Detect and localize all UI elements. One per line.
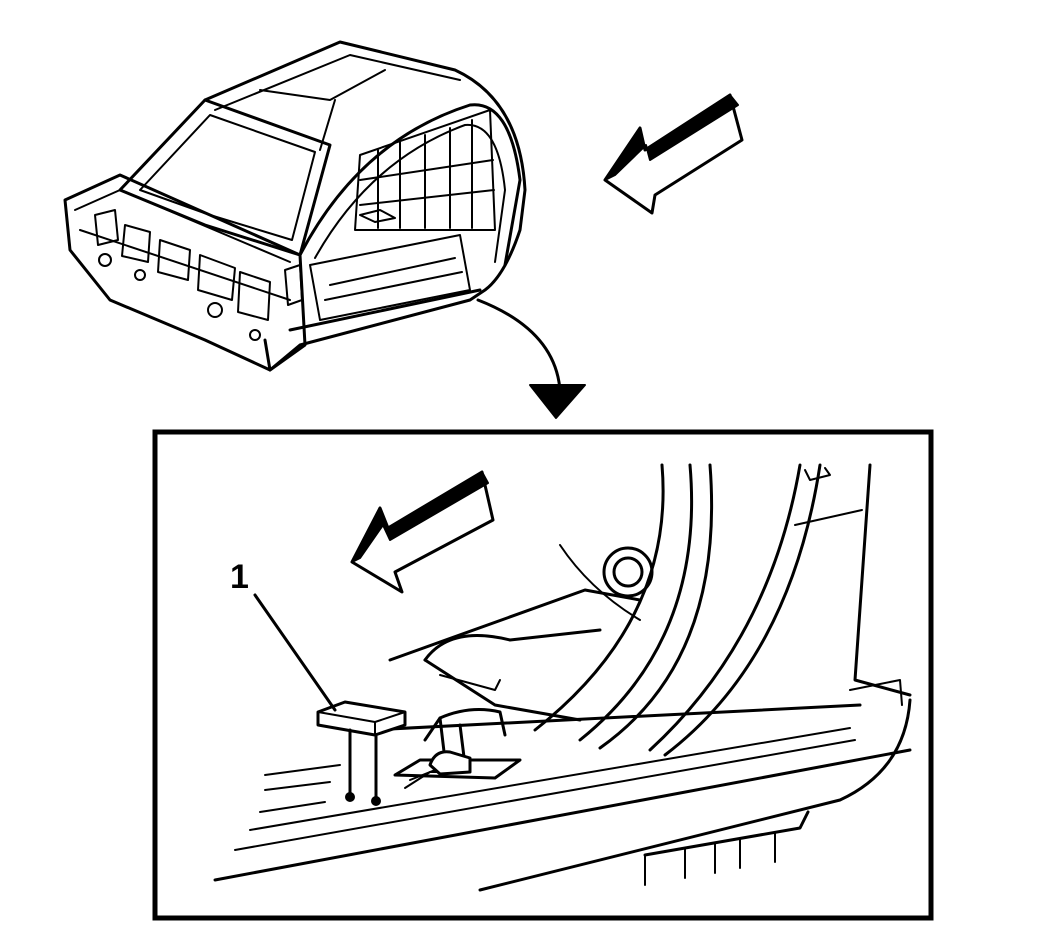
detail-pointer-arrow: [476, 298, 586, 419]
front-direction-arrow-bottom: [350, 470, 495, 594]
front-direction-arrow-top: [603, 93, 744, 215]
detail-inset: [152, 429, 934, 921]
callout-1-label: 1: [230, 558, 249, 596]
cab-body-assembly: [63, 40, 527, 372]
callout-1-leader: [253, 593, 337, 712]
part-1-bumper-pad: [316, 700, 407, 806]
